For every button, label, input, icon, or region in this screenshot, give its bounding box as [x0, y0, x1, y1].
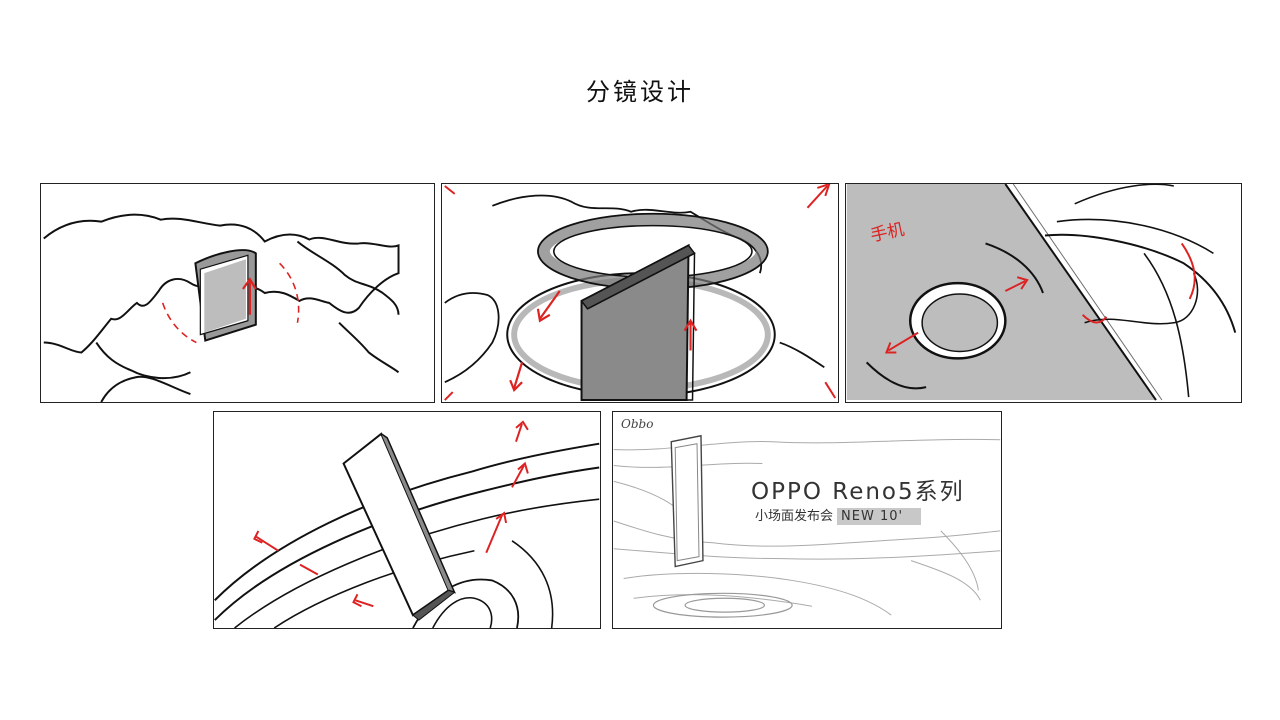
panel-4-sketch	[214, 420, 600, 628]
event-subtitle: 小场面发布会	[755, 509, 834, 524]
storyboard-panel-1	[40, 183, 435, 403]
panel-1-sketch	[43, 213, 400, 402]
storyboard-panel-2	[441, 183, 839, 403]
panel-2-sketch	[444, 184, 837, 402]
panel-3-sketch	[846, 184, 1237, 401]
panel-5-sketch	[613, 434, 1001, 618]
brand-sketch-text: Obbo	[621, 417, 654, 431]
product-title: OPPO Reno5系列	[751, 479, 965, 505]
new-badge: NEW 10'	[837, 508, 922, 525]
storyboard-panel-4	[213, 411, 601, 629]
storyboard-panel-3: 手机	[845, 183, 1242, 403]
page-title: 分镜设计	[586, 78, 694, 106]
